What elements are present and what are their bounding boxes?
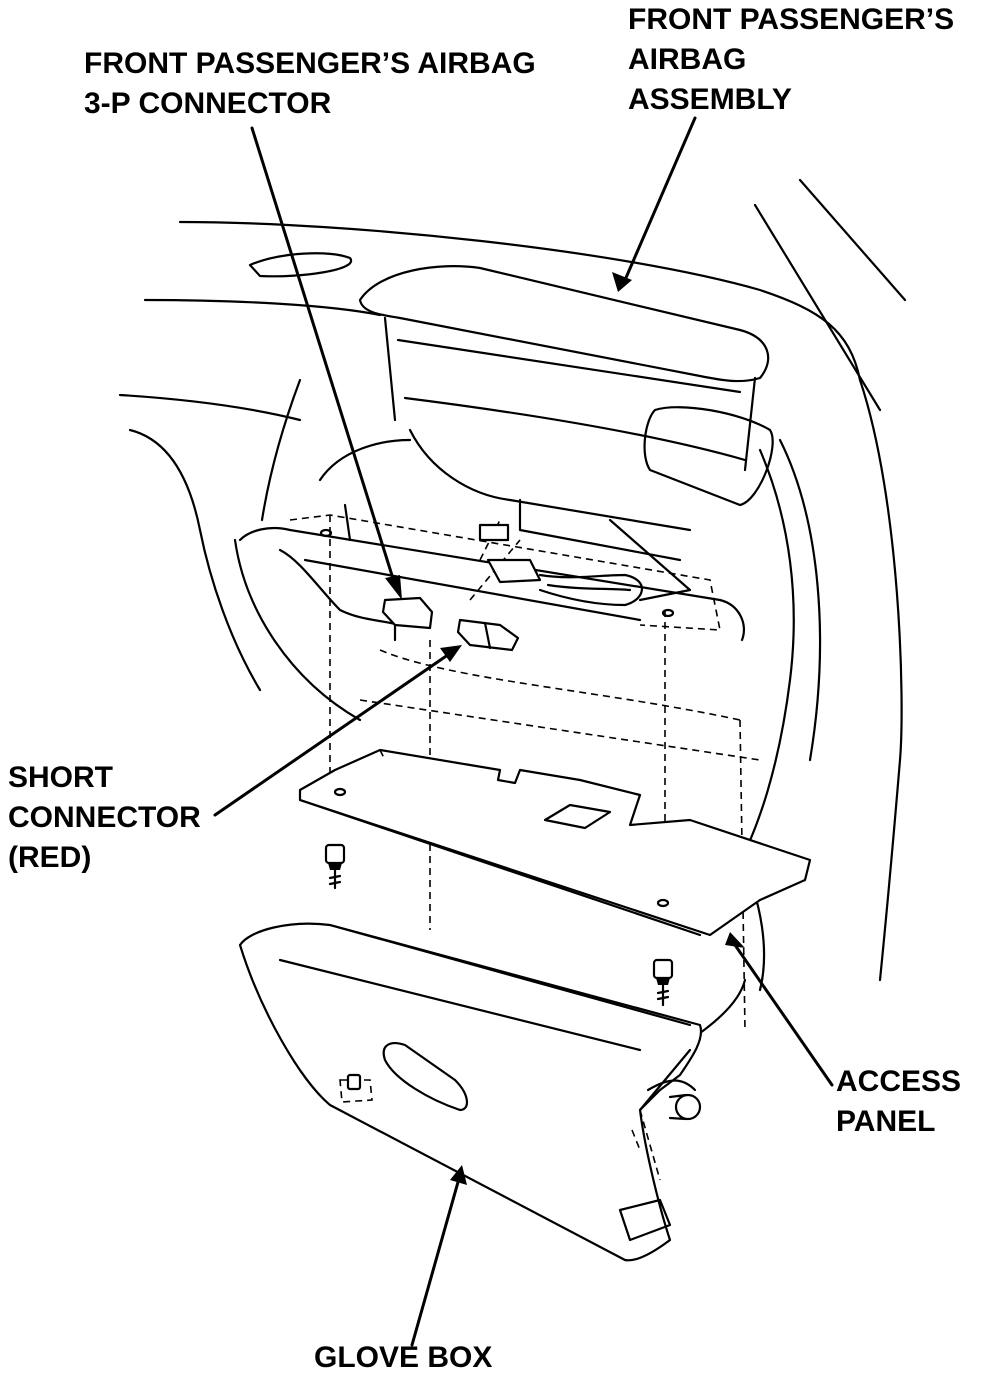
- dashboard-outline: [118, 178, 907, 1042]
- screw-left: [324, 843, 346, 890]
- label-glove-box: GLOVE BOX: [314, 1338, 492, 1376]
- label-line: SHORT: [8, 761, 113, 794]
- leader-lines: [213, 116, 834, 1347]
- label-line: ACCESS: [836, 1065, 962, 1098]
- label-line: 3-P CONNECTOR: [84, 87, 332, 120]
- label-airbag-3p-connector: FRONT PASSENGER’S AIRBAG 3-P CONNECTOR: [84, 44, 536, 124]
- label-line: AIRBAG: [628, 43, 747, 76]
- label-line: PANEL: [836, 1105, 936, 1138]
- airbag-harness: [478, 523, 643, 607]
- screw-right: [652, 958, 674, 1007]
- label-line: ASSEMBLY: [628, 83, 792, 116]
- airbag-3p-connector: [381, 596, 434, 642]
- label-short-connector: SHORT CONNECTOR (RED): [8, 758, 201, 878]
- label-access-panel: ACCESS PANEL: [836, 1062, 961, 1142]
- label-line: FRONT PASSENGER’S: [628, 3, 955, 36]
- label-line: GLOVE BOX: [314, 1341, 493, 1374]
- label-line: CONNECTOR: [8, 801, 201, 834]
- label-airbag-assembly: FRONT PASSENGER’S AIRBAG ASSEMBLY: [628, 0, 954, 120]
- access-panel-shape: [298, 748, 812, 937]
- short-connector-red: [456, 618, 520, 652]
- label-line: (RED): [8, 841, 92, 874]
- glove-box-shape: [238, 922, 703, 1262]
- airbag-assembly-shape: [318, 265, 774, 602]
- label-line: FRONT PASSENGER’S AIRBAG: [84, 47, 536, 80]
